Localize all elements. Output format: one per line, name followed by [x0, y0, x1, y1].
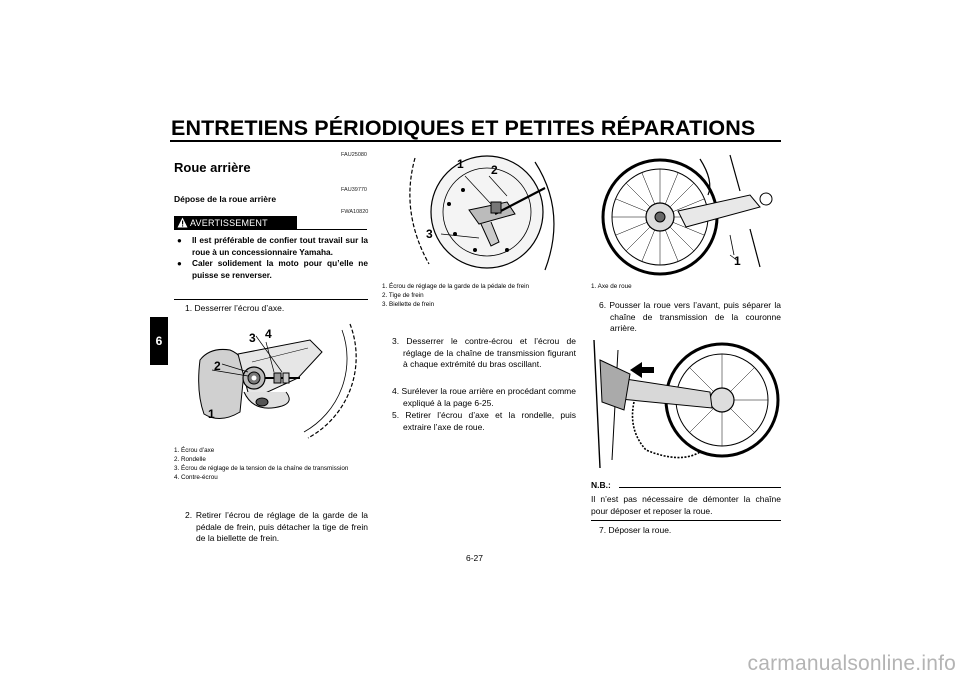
warning-code: FWA10820 [341, 209, 369, 215]
figure2-captions: 1. Écrou de réglage de la garde de la pé… [382, 282, 576, 309]
figure-brake-rod: 1 2 3 [409, 155, 555, 271]
chapter-tab: 6 [150, 317, 168, 365]
section-title: Roue arrière [174, 160, 251, 175]
step-5: 5. Retirer l’écrou d’axe et la rondelle,… [392, 410, 576, 432]
step-2: 2. Retirer l’écrou de réglage de la gard… [185, 510, 368, 543]
warning-rule-bottom [174, 299, 368, 300]
caption-item: 2. Rondelle [174, 456, 206, 463]
caption-item: 1. Écrou de réglage de la garde de la pé… [382, 283, 530, 290]
figure3-captions: 1. Axe de roue [591, 282, 781, 291]
figure-chain-removal [593, 339, 780, 469]
figure1-callout: 1 [208, 407, 215, 421]
warning-item: Il est préférable de confier tout travai… [177, 235, 368, 258]
note-text: Il n’est pas nécessaire de démonter la c… [591, 494, 781, 516]
figure1-captions: 1. Écrou d’axe 2. Rondelle 3. Écrou de r… [174, 446, 368, 482]
step-6: 6. Pousser la roue vers l’avant, puis sé… [599, 300, 781, 333]
step-1: 1. Desserrer l’écrou d’axe. [185, 303, 285, 313]
warning-rule [297, 229, 367, 230]
figure2-callout: 1 [457, 157, 464, 171]
figure2-callout: 2 [491, 163, 498, 177]
watermark: carmanualsonline.info [747, 652, 956, 675]
note-rule-bottom [591, 520, 781, 521]
warning-item: Caler solidement la moto pour qu’elle ne… [177, 258, 368, 281]
caption-item: 1. Axe de roue [591, 283, 632, 290]
step-7: 7. Déposer la roue. [599, 525, 672, 535]
figure2-callout: 3 [426, 227, 433, 241]
caption-item: 1. Écrou d’axe [174, 447, 215, 454]
figure-axle-nut: 1 2 3 4 [198, 323, 357, 439]
figure1-callout: 2 [214, 359, 221, 373]
caption-item: 2. Tige de frein [382, 292, 424, 299]
figure1-callout: 4 [265, 327, 272, 341]
figure-wheel-axle: 1 [601, 154, 773, 276]
subsection-title: Dépose de la roue arrière [174, 194, 277, 204]
warning-triangle-icon [177, 217, 188, 228]
caption-item: 3. Biellette de frein [382, 301, 435, 308]
figure1-callout: 3 [249, 331, 256, 345]
page-number: 6-27 [466, 553, 484, 563]
note-rule-top [619, 487, 781, 488]
caption-item: 4. Contre-écrou [174, 474, 218, 481]
step-3: 3. Desserrer le contre-écrou et l’écrou … [392, 336, 576, 369]
figure3-callout: 1 [734, 254, 741, 268]
section-code: FAU25080 [341, 152, 367, 158]
subsection-code: FAU39770 [341, 187, 367, 193]
title-rule [170, 140, 781, 142]
warning-badge: AVERTISSEMENT [174, 216, 297, 230]
warning-label: AVERTISSEMENT [190, 218, 268, 228]
note-label: N.B.: [591, 480, 611, 490]
warning-list: Il est préférable de confier tout travai… [177, 235, 368, 281]
page-title: ENTRETIENS PÉRIODIQUES ET PETITES RÉPARA… [171, 116, 756, 140]
step-4: 4. Surélever la roue arrière en procédan… [392, 386, 576, 408]
caption-item: 3. Écrou de réglage de la tension de la … [174, 465, 349, 472]
